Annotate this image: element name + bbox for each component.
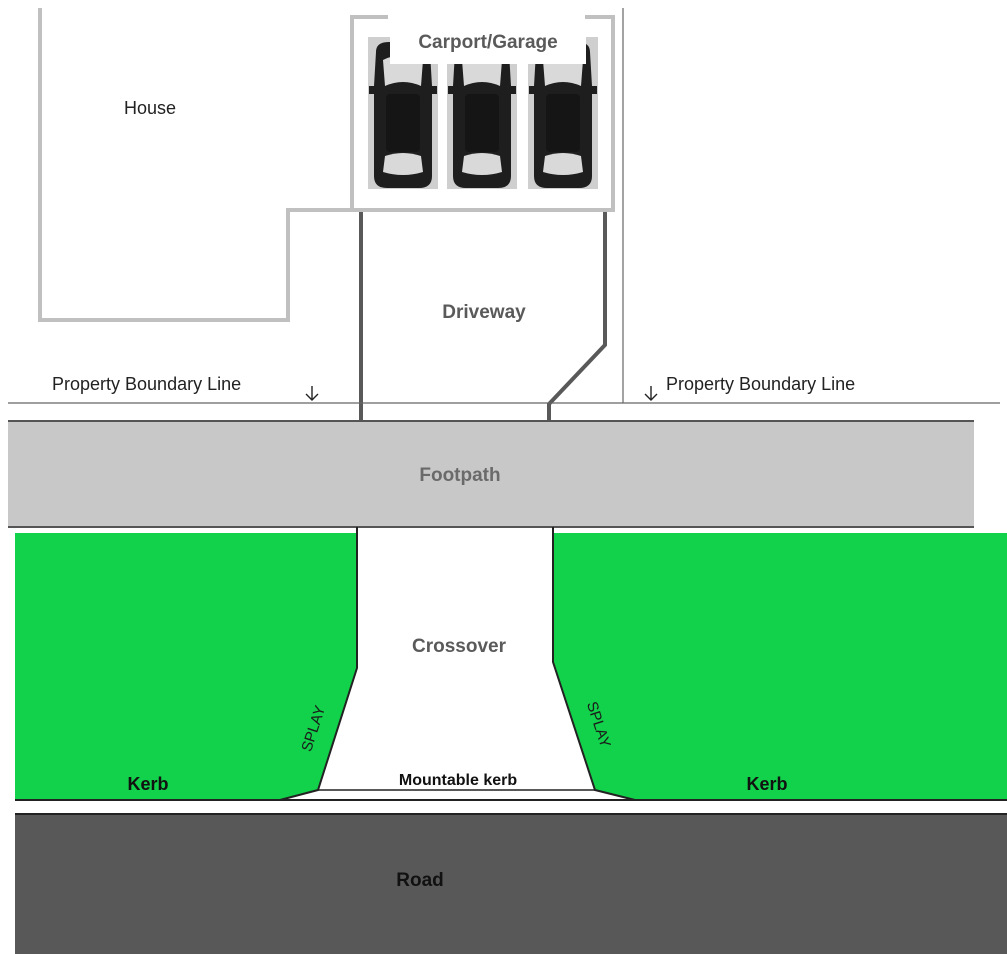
road xyxy=(15,814,1007,954)
carport-outline xyxy=(350,15,615,212)
down-arrow-icon xyxy=(644,386,658,401)
verge-left xyxy=(15,533,357,800)
boundary-label-left: Property Boundary Line xyxy=(52,374,241,394)
crossover-label: Crossover xyxy=(412,636,507,657)
verge-right xyxy=(553,533,1007,800)
house-outline xyxy=(38,8,352,322)
mountable-kerb-label: Mountable kerb xyxy=(399,772,517,789)
crossover-edge-right xyxy=(552,527,636,801)
driveway-edge-right xyxy=(547,212,607,421)
footpath-label: Footpath xyxy=(419,465,500,486)
driveway: Driveway xyxy=(359,212,607,421)
footpath xyxy=(8,421,974,527)
carport-label: Carport/Garage xyxy=(418,32,557,53)
driveway-label: Driveway xyxy=(442,302,526,323)
boundary-label-right: Property Boundary Line xyxy=(666,374,855,394)
down-arrow-icon xyxy=(305,386,319,401)
crossover-edge-left xyxy=(279,527,358,801)
road-label: Road xyxy=(396,870,444,891)
house-label: House xyxy=(124,98,176,118)
carport-label-bg xyxy=(390,20,586,64)
carport-garage: Carport/Garage xyxy=(350,15,615,212)
kerb-label-left: Kerb xyxy=(127,774,168,794)
kerb-label-right: Kerb xyxy=(746,774,787,794)
